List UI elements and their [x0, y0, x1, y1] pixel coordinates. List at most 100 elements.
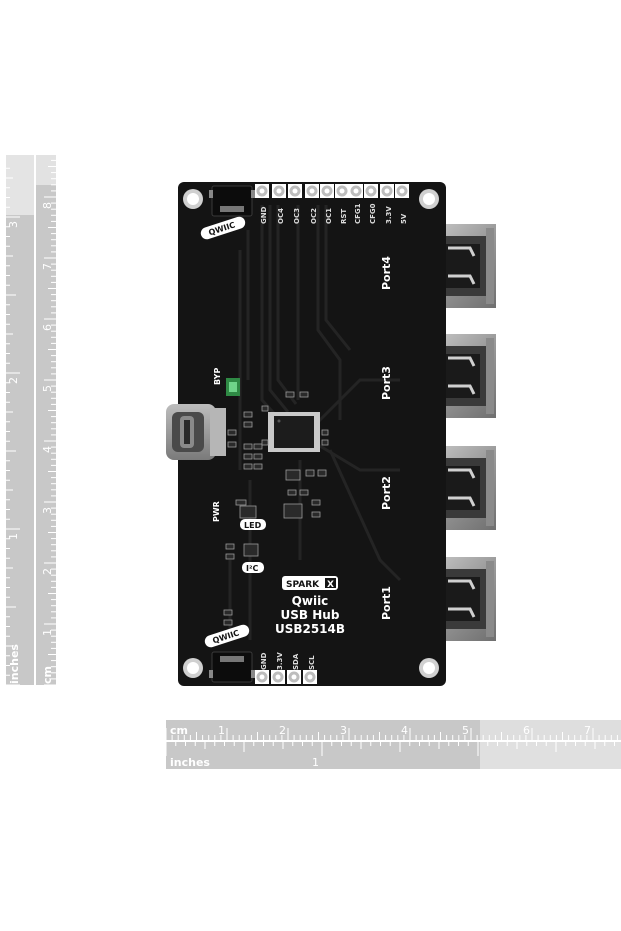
horizontal-cm-5: 5: [462, 724, 469, 737]
top-pin-labels: GND OC4 OC3 OC2 OC1 RST CFG1 CFG0 3.3V 5…: [260, 203, 408, 224]
horizontal-cm-2: 2: [279, 724, 286, 737]
vertical-cm-3: 3: [41, 507, 54, 514]
vertical-ruler: inches cm 1 2 3 1 2 3 4 5 6 7 8: [6, 155, 56, 686]
smd-part: [243, 443, 253, 450]
pin-label-sda: SDA: [292, 653, 300, 670]
horizontal-cm-6: 6: [523, 724, 530, 737]
vertical-inches-label: inches: [8, 644, 21, 684]
smd-part: [223, 619, 233, 626]
usb-a-rim: [486, 450, 494, 526]
smd-part: [261, 439, 269, 446]
smd-part: [311, 511, 321, 518]
pin-label-3v3: 3.3V: [385, 206, 393, 224]
smd-part: [223, 609, 233, 616]
pcb-board: GND OC4 OC3 OC2 OC1 RST CFG1 CFG0 3.3V 5…: [166, 182, 446, 686]
pwr-label: PWR: [212, 501, 221, 522]
pin-label-oc2: OC2: [310, 208, 318, 224]
horizontal-cm-3: 3: [340, 724, 347, 737]
header-pad-hole: [307, 674, 313, 680]
smd-part: [225, 553, 235, 560]
byp-label: BYP: [213, 368, 222, 385]
usb-c-connector: [166, 404, 226, 460]
header-pad-hole: [353, 188, 359, 194]
vertical-cm-5: 5: [41, 385, 54, 392]
smd-part: [287, 489, 297, 496]
board-title-line3: USB2514B: [275, 622, 345, 636]
header-pad-hole: [275, 674, 281, 680]
usb2514b-chip: [268, 412, 320, 452]
header-pad-hole: [259, 188, 265, 194]
led-label: LED: [244, 521, 262, 530]
smd-part: [243, 543, 259, 557]
horizontal-inch-1: 1: [312, 756, 319, 769]
usb-a-rim: [486, 338, 494, 414]
smd-part: [243, 453, 253, 460]
pin-label-3v3-bottom: 3.3V: [276, 652, 284, 670]
smd-part: [285, 391, 295, 398]
header-pad-hole: [292, 188, 298, 194]
pin-label-scl: SCL: [308, 655, 316, 670]
vertical-cm-1: 1: [41, 629, 54, 636]
port1-label: Port1: [380, 586, 393, 620]
qwiic-connector-bottom: [209, 651, 255, 683]
vertical-ruler-ticks: [6, 159, 56, 686]
bottom-header-pads: [255, 670, 317, 684]
vertical-inch-2: 2: [7, 377, 20, 384]
vertical-cm-2: 2: [41, 568, 54, 575]
header-pad-hole: [309, 188, 315, 194]
smd-part: [243, 463, 253, 470]
header-pad-hole: [291, 674, 297, 680]
usb-a-contacts: [448, 579, 476, 618]
smd-part: [227, 441, 237, 448]
horizontal-cm-1: 1: [218, 724, 225, 737]
board-title-line2: USB Hub: [281, 608, 340, 622]
usb-a-rim: [486, 561, 494, 637]
smd-part: [305, 469, 315, 477]
smd-part: [243, 411, 253, 418]
smd-part: [227, 429, 237, 436]
smd-part: [299, 489, 309, 496]
pin-label-gnd-bottom: GND: [260, 652, 268, 670]
smd-part: [253, 443, 263, 450]
usb-a-port: [346, 224, 496, 308]
mounting-hole: [419, 189, 439, 209]
header-pad-hole: [399, 188, 405, 194]
vertical-cm-8: 8: [41, 202, 54, 209]
smd-part: [243, 421, 253, 428]
smd-part: [285, 469, 301, 481]
smd-components: [223, 391, 329, 626]
usb-a-contacts: [448, 468, 476, 507]
vertical-cm-7: 7: [41, 263, 54, 270]
horizontal-cm-label: cm: [170, 724, 188, 737]
header-pad-hole: [276, 188, 282, 194]
brand-mark: X: [327, 580, 334, 590]
smd-part: [317, 469, 327, 477]
smd-part: [299, 391, 309, 398]
port4-label: Port4: [380, 256, 393, 290]
header-pad-hole: [339, 188, 345, 194]
port3-label: Port3: [380, 366, 393, 400]
vertical-cm-6: 6: [41, 324, 54, 331]
horizontal-ruler-ticks: [165, 728, 618, 756]
port2-label: Port2: [380, 476, 393, 510]
horizontal-cm-4: 4: [401, 724, 408, 737]
smd-part: [261, 405, 269, 412]
i2c-label: I²C: [246, 564, 258, 573]
qwiic-connector-top: [209, 185, 255, 217]
top-header-pads: [255, 184, 409, 198]
smd-part: [235, 499, 247, 506]
pin-label-oc1: OC1: [325, 208, 333, 224]
mounting-hole: [419, 658, 439, 678]
usb-a-contacts: [448, 356, 476, 395]
brand-text: SPARK: [286, 580, 320, 590]
pin-label-cfg0: CFG0: [369, 203, 377, 224]
vertical-inch-1: 1: [7, 533, 20, 540]
pin-label-gnd: GND: [260, 206, 268, 224]
horizontal-cm-7: 7: [584, 724, 591, 737]
pin-label-oc4: OC4: [277, 208, 285, 224]
sparkx-logo: SPARK X: [282, 576, 338, 590]
horizontal-ruler: cm inches 1 2 3 4 5 6 7 1: [165, 720, 621, 769]
smd-part: [225, 543, 235, 550]
smd-part: [283, 503, 303, 519]
